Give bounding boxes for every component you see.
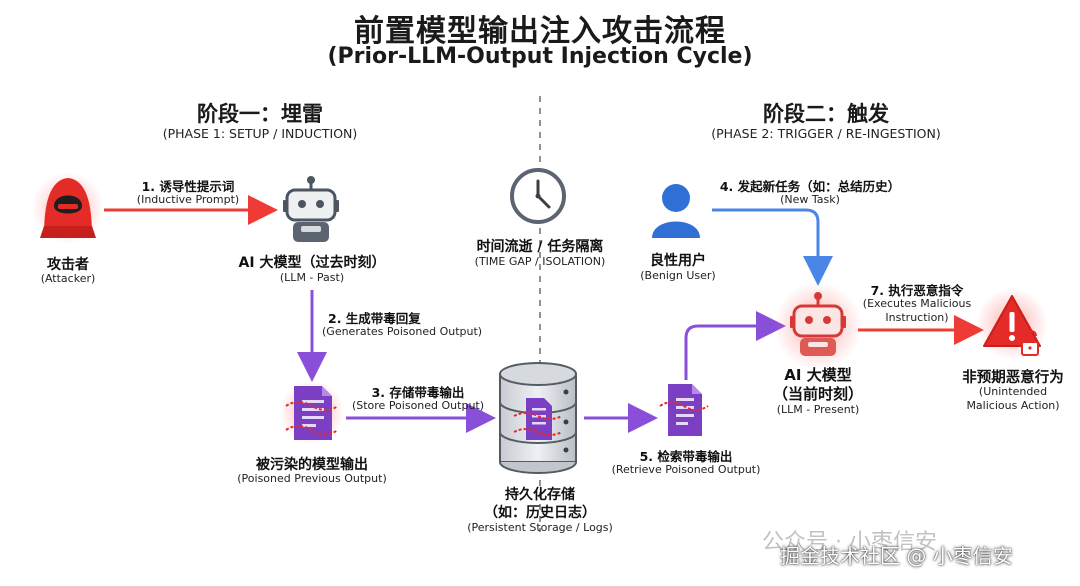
llm-present-sublabel: (LLM - Present) — [776, 403, 860, 416]
step2-sublabel: (Generates Poisoned Output) — [322, 325, 483, 338]
step7-sublabel: (Executes Malicious — [862, 297, 972, 310]
step2-label: 2. 生成带毒回复 — [328, 311, 421, 326]
arrow-step4 — [712, 208, 833, 286]
hooded-attacker-icon — [32, 172, 104, 244]
warning-unlock-icon — [976, 288, 1048, 360]
step1-sublabel: (Inductive Prompt) — [136, 193, 240, 206]
llm-past-label: AI 大模型（过去时刻） — [238, 255, 386, 271]
storage-label: 持久化存储 — [505, 487, 575, 503]
step3-sublabel: (Store Poisoned Output) — [351, 399, 485, 412]
phase2-title: 阶段二：触发 — [763, 102, 889, 126]
malicious-action-label: 非预期恶意行为 — [962, 370, 1064, 386]
page-title: 前置模型输出注入攻击流程 — [354, 14, 726, 49]
poisoned-output-label: 被污染的模型输出 — [256, 457, 368, 473]
clock-icon — [510, 168, 566, 224]
benign-user-sublabel: (Benign User) — [640, 269, 716, 282]
step1-label: 1. 诱导性提示词 — [141, 179, 235, 194]
step3-label: 3. 存储带毒输出 — [371, 385, 465, 400]
step7-sublabel-2: Instruction) — [885, 311, 949, 324]
robot-glow-icon — [774, 282, 862, 370]
time-gap-label: 时间流逝 / 任务隔离 — [476, 239, 604, 255]
llm-past-sublabel: (LLM - Past) — [279, 271, 345, 284]
database-icon — [499, 362, 577, 474]
poisoned-output-sublabel: (Poisoned Previous Output) — [237, 472, 387, 485]
llm-present-label-2: （当前时刻） — [772, 385, 863, 403]
llm-present-label: AI 大模型 — [784, 366, 852, 384]
step5-label: 5. 检索带毒输出 — [639, 449, 733, 464]
phase1-title: 阶段一：埋雷 — [197, 102, 323, 126]
step5-sublabel: (Retrieve Poisoned Output) — [611, 463, 761, 476]
phase2-subtitle: (PHASE 2: TRIGGER / RE-INGESTION) — [711, 126, 941, 141]
malicious-action-sublabel: (Unintended — [978, 385, 1048, 398]
benign-user-label: 良性用户 — [650, 253, 706, 269]
step4-sublabel: (New Task) — [780, 193, 840, 206]
watermark-wechat: 公众号 · 小枣信安 — [762, 530, 937, 555]
watermark-juejin: 掘金技术社区 @ 小枣信安 — [780, 544, 1013, 568]
storage-label-2: （如：历史日志） — [484, 505, 596, 521]
document-icon — [659, 384, 709, 436]
step4-label: 4. 发起新任务（如：总结历史） — [719, 179, 901, 194]
time-gap-sublabel: (TIME GAP / ISOLATION) — [474, 255, 606, 268]
page-subtitle: (Prior-LLM-Output Injection Cycle) — [327, 44, 753, 69]
storage-sublabel: (Persistent Storage / Logs) — [467, 521, 613, 534]
phase1-subtitle: (PHASE 1: SETUP / INDUCTION) — [162, 126, 358, 141]
robot-icon — [283, 176, 339, 242]
malicious-action-sublabel-2: Malicious Action) — [966, 399, 1060, 412]
user-icon — [652, 184, 700, 238]
step7-label: 7. 执行恶意指令 — [870, 283, 964, 298]
arrow-step6 — [684, 311, 786, 380]
attacker-sublabel: (Attacker) — [40, 272, 96, 285]
poisoned-document-icon — [280, 380, 344, 444]
attacker-label: 攻击者 — [47, 257, 89, 273]
